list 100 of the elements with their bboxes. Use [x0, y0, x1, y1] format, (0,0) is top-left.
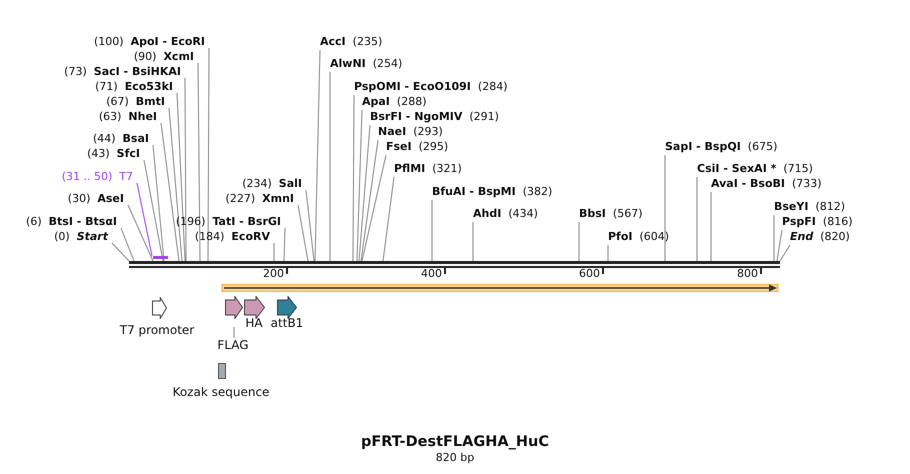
- leader-line: [120, 228, 134, 262]
- site-position: (63): [98, 110, 122, 124]
- leader-line: [664, 154, 666, 262]
- leader-line: [776, 230, 782, 262]
- enzyme-name: NaeI: [378, 125, 406, 139]
- site-position: (812): [815, 200, 846, 214]
- site-position: (434): [508, 207, 538, 221]
- dna-backbone: [129, 261, 780, 268]
- enzyme-name: SalI: [278, 177, 302, 191]
- site-position: (733): [792, 177, 822, 191]
- site-position: (67): [106, 95, 129, 109]
- enzyme-name: BsaI: [122, 132, 149, 146]
- site-position: (71): [95, 80, 118, 94]
- feature-label: HA: [245, 316, 263, 330]
- enzyme-name: AseI: [97, 192, 124, 206]
- leader-line: [352, 94, 354, 262]
- enzyme-name: AccI: [320, 35, 346, 49]
- enzyme-name: AlwNI: [330, 57, 366, 71]
- site-position: (184): [194, 230, 224, 244]
- leader-line: [176, 92, 186, 262]
- leader-line: [360, 140, 378, 262]
- feature-name: T7: [119, 170, 133, 184]
- map-length: 820 bp: [434, 451, 476, 464]
- leader-line: [578, 222, 580, 262]
- leader-line: [696, 176, 698, 262]
- enzyme-name: XmnI: [262, 192, 294, 206]
- site-position: (321): [432, 162, 462, 176]
- site-position: (820): [820, 230, 850, 244]
- enzyme-name: BmtI: [136, 95, 165, 109]
- site-position: (567): [612, 207, 642, 221]
- enzyme-name: Eco53kI: [124, 80, 173, 94]
- site-position: (604): [640, 230, 670, 244]
- scale-label: 800: [737, 267, 758, 280]
- leader-line: [780, 244, 790, 262]
- leader-line: [284, 228, 286, 262]
- feature-label: FLAG: [217, 338, 249, 352]
- site-position: (675): [748, 140, 778, 154]
- site-position: (293): [413, 125, 443, 139]
- enzyme-name: AvaI - BsoBI: [711, 177, 785, 191]
- site-position: (291): [469, 110, 499, 124]
- site-position: (30): [68, 192, 90, 206]
- site-position: (295): [418, 140, 448, 154]
- leader-line: [362, 154, 386, 262]
- map-title: pFRT-DestFLAGHA_HuC: [360, 434, 550, 450]
- scale-label: 200: [263, 267, 284, 280]
- scale-label: 400: [421, 267, 442, 280]
- leader-line: [144, 160, 164, 262]
- enzyme-name: BbsI: [579, 207, 606, 221]
- enzyme-name: SfcI: [116, 147, 140, 161]
- leader-line: [306, 190, 314, 262]
- enzyme-name: TatI - BsrGI: [212, 215, 281, 229]
- site-position: (0): [54, 230, 70, 244]
- leader-line: [382, 176, 394, 262]
- enzyme-name: BtsI - BtsαI: [48, 215, 117, 229]
- enzyme-name: ApoI - EcoRI: [130, 35, 205, 49]
- site-position: (284): [478, 80, 508, 94]
- site-position: (73): [64, 65, 87, 79]
- site-position: (6): [26, 215, 42, 229]
- enzyme-name: XcmI: [163, 50, 194, 64]
- leader-line: [298, 204, 308, 262]
- leader-line: [472, 222, 474, 262]
- enzyme-name: FseI: [386, 140, 412, 154]
- enzyme-name: CsiI - SexAI *: [697, 162, 776, 176]
- enzyme-name: EcoRV: [231, 230, 270, 244]
- scale-label: 600: [579, 267, 600, 280]
- site-position: (254): [372, 57, 402, 71]
- enzyme-name: SapI - BspQI: [665, 140, 741, 154]
- site-position: (382): [522, 185, 552, 199]
- enzyme-name: PfoI: [608, 230, 632, 244]
- site-position: (100): [94, 35, 124, 49]
- enzyme-name: NheI: [128, 110, 157, 124]
- leader-line: [160, 122, 180, 262]
- site-position: (234): [242, 177, 272, 191]
- enzyme-name: AhdI: [473, 207, 502, 221]
- feature-bar: [153, 256, 168, 259]
- enzyme-name: ApaI: [362, 95, 390, 109]
- leader-line: [710, 192, 712, 262]
- leader-line: [168, 108, 182, 262]
- enzyme-name: BsrFI - NgoMIV: [370, 110, 462, 124]
- leader-line: [128, 204, 154, 262]
- site-position: (715): [783, 162, 813, 176]
- leader-line: [184, 78, 186, 262]
- sequence-end-label: Start: [76, 230, 108, 244]
- leader-line: [152, 144, 164, 262]
- site-position: (288): [396, 95, 426, 109]
- enzyme-name: PspFI: [782, 215, 816, 229]
- enzyme-name: PflMI: [394, 162, 426, 176]
- leader-line: [358, 124, 370, 262]
- site-position: (196): [176, 215, 206, 229]
- site-position: (90): [134, 50, 156, 64]
- site-position: (816): [822, 215, 852, 229]
- leader-line: [314, 50, 320, 262]
- enzyme-name: BfuAI - BspMI: [432, 185, 516, 199]
- site-position: (44): [92, 132, 116, 146]
- feature-label: T7 promoter: [120, 323, 194, 337]
- enzyme-name: BseYI: [774, 200, 808, 214]
- enzyme-name: SacI - BsiHKAI: [94, 65, 181, 79]
- site-position: (235): [352, 35, 382, 49]
- leader-line: [112, 242, 130, 262]
- enzyme-name: PspOMI - EcoO109I: [354, 80, 471, 94]
